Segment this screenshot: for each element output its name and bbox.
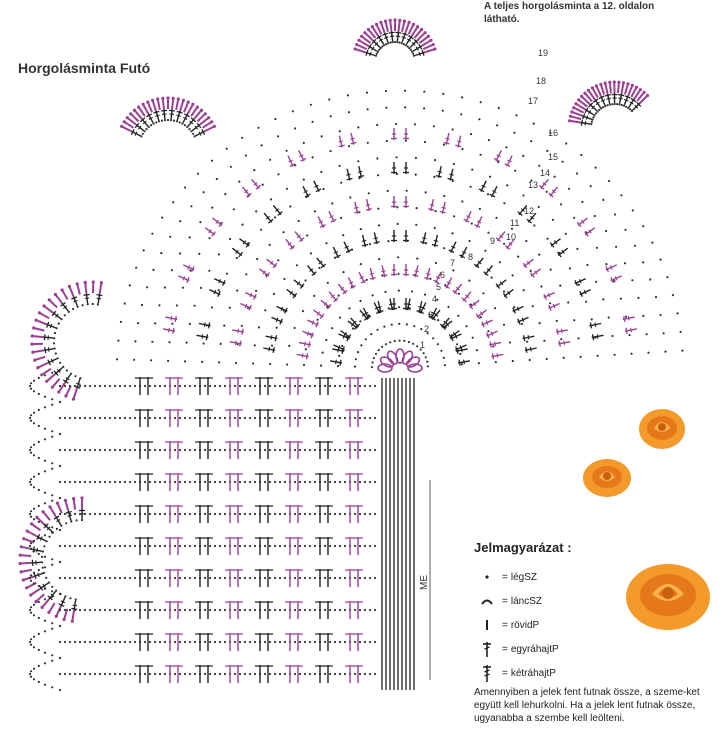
legend-label: láncSZ bbox=[510, 595, 542, 607]
double-crochet-icon bbox=[474, 640, 500, 658]
row-number: 13 bbox=[528, 180, 538, 190]
top-note: A teljes horgolásminta a 12. oldalon lát… bbox=[484, 0, 654, 26]
top-note-line-1: A teljes horgolásminta a 12. oldalon bbox=[484, 1, 655, 12]
legend-item-slip: = láncSZ bbox=[474, 589, 714, 613]
legend-item-single-crochet: = rövidP bbox=[474, 613, 714, 637]
legend-label: rövidP bbox=[510, 619, 540, 631]
me-label: ME bbox=[419, 575, 430, 590]
row-number: 9 bbox=[490, 236, 495, 246]
row-number: 14 bbox=[540, 168, 550, 178]
row-number: 6 bbox=[440, 270, 445, 280]
legend-equals: = bbox=[502, 571, 508, 583]
fan-motif bbox=[116, 89, 684, 369]
runner-rows bbox=[28, 368, 415, 692]
rose-icon bbox=[626, 564, 710, 630]
row-number: 16 bbox=[548, 128, 558, 138]
row-number: 5 bbox=[436, 282, 441, 292]
row-number: 4 bbox=[432, 294, 437, 304]
rose-icon bbox=[583, 459, 631, 497]
row-number: 3 bbox=[428, 310, 433, 320]
legend-heading: Jelmagyarázat : bbox=[474, 540, 572, 555]
legend-item-chain: = légSZ bbox=[474, 565, 714, 589]
legend-equals: = bbox=[502, 667, 508, 679]
row-number: 8 bbox=[468, 252, 473, 262]
row-number: 12 bbox=[524, 206, 534, 216]
page-title: Horgolásminta Futó bbox=[18, 60, 151, 76]
centre-ring bbox=[377, 348, 423, 373]
me-marker: ME bbox=[419, 480, 431, 680]
single-crochet-icon bbox=[474, 618, 500, 632]
shell-scallops bbox=[18, 18, 650, 623]
treble-crochet-icon bbox=[474, 663, 500, 683]
legend-item-treble-crochet: = kétráhajtP bbox=[474, 661, 714, 685]
row-number: 19 bbox=[538, 48, 548, 58]
legend-note: Amennyiben a jelek fent futnak össze, a … bbox=[474, 687, 700, 724]
row-number: 10 bbox=[506, 232, 516, 242]
legend-item-double-crochet: = egyráhajtP bbox=[474, 637, 714, 661]
row-number: 17 bbox=[528, 96, 538, 106]
row-number: 2 bbox=[424, 324, 429, 334]
legend-label: légSZ bbox=[510, 571, 537, 583]
top-note-line-2: látható. bbox=[484, 14, 520, 25]
slip-stitch-icon bbox=[474, 596, 500, 606]
row-number: 7 bbox=[450, 258, 455, 268]
row-number: 18 bbox=[536, 76, 546, 86]
legend-equals: = bbox=[502, 643, 508, 655]
row-number: 15 bbox=[548, 152, 558, 162]
legend-equals: = bbox=[502, 595, 508, 607]
legend-label: kétráhajtP bbox=[510, 667, 556, 679]
legend: Jelmagyarázat : = légSZ = láncSZ = rövid… bbox=[474, 540, 714, 685]
row-number: 1 bbox=[420, 340, 425, 350]
legend-equals: = bbox=[502, 619, 508, 631]
legend-label: egyráhajtP bbox=[510, 643, 559, 655]
chain-stitch-icon bbox=[474, 572, 500, 582]
rose-icon bbox=[639, 409, 685, 449]
row-number: 11 bbox=[510, 218, 519, 228]
